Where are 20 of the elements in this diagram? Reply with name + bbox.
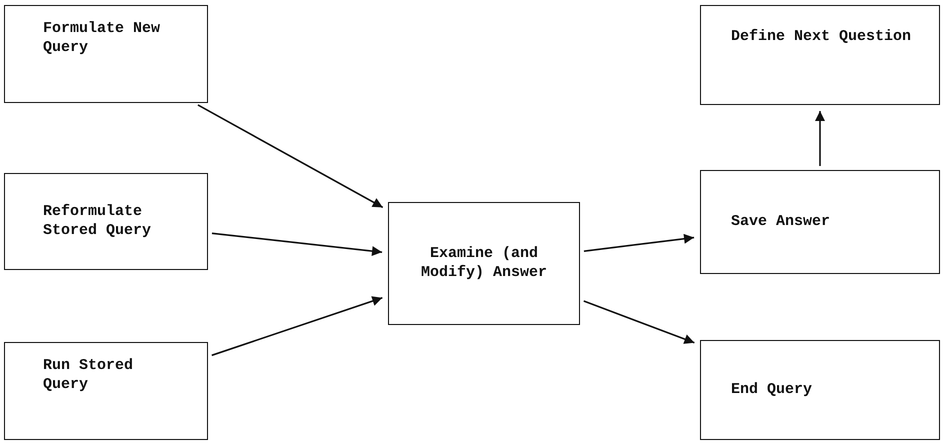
process-box <box>700 340 940 440</box>
process-box <box>700 5 940 105</box>
box-label: End Query <box>731 380 814 400</box>
arrow <box>584 234 694 252</box>
process-box <box>388 202 580 325</box>
box-label: Examine (and Modify) Answer <box>420 244 548 282</box>
process-box <box>700 170 940 274</box>
box-label: Save Answer <box>731 212 832 232</box>
box-label: Reformulate Stored Query <box>43 202 152 240</box>
process-box <box>4 173 208 270</box>
process-box <box>4 5 208 103</box>
arrow <box>198 104 384 208</box>
process-box <box>4 342 208 440</box>
arrow <box>583 300 695 344</box>
box-label: Formulate New Query <box>43 20 162 58</box>
arrow <box>212 296 383 356</box>
box-label: Run Stored Query <box>43 357 134 394</box>
arrow <box>212 232 382 256</box>
box-label: Define Next Question <box>731 28 912 47</box>
arrow <box>815 111 825 166</box>
